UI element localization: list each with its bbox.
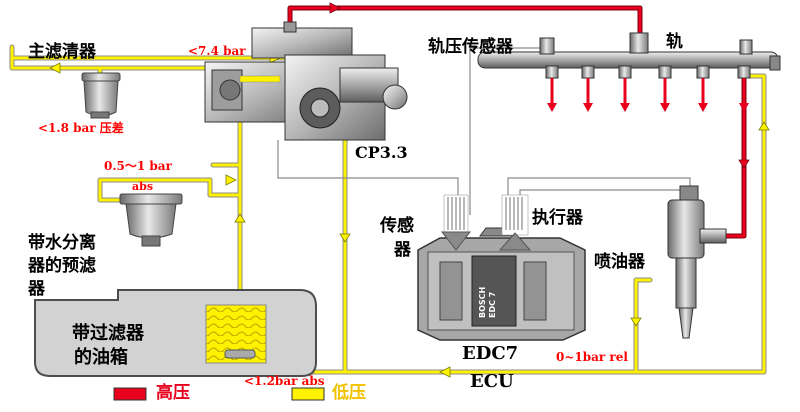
ecu-chip-text: BOSCH EDC 7 <box>478 287 498 318</box>
main-filter-label: 主滤清器 <box>28 42 96 62</box>
high-pressure-lines <box>287 5 747 239</box>
rail-outlet <box>618 65 632 112</box>
fuel-tank <box>34 289 317 377</box>
rail-outlet <box>658 65 672 112</box>
tank-label: 带过滤器 的油箱 <box>72 322 144 370</box>
sensor-label: 传感 器 <box>380 214 414 262</box>
sensor-arrow <box>440 194 472 251</box>
water-separator-label-line: 带水分离 <box>28 233 96 253</box>
rail-image <box>477 32 781 71</box>
rail-outlet <box>696 65 710 112</box>
sensor-label-line: 传感 <box>380 216 414 236</box>
water-separator-label: 带水分离 器的预滤 器 <box>28 232 96 301</box>
water-separator-label-line: 器 <box>28 279 45 299</box>
rail-outlet <box>581 65 595 112</box>
ecu-model-label: EDC7 <box>462 343 519 364</box>
ecu-label: ECU <box>470 371 514 392</box>
tank-label-line: 的油箱 <box>74 347 128 368</box>
rail-outlet <box>737 65 751 112</box>
rail-label: 轨 <box>666 32 683 52</box>
sensor-label-line: 器 <box>394 240 411 260</box>
pressure-1-8-label: <1.8 bar 压差 <box>38 121 124 135</box>
legend-low-label: 低压 <box>332 383 366 403</box>
ecu-image <box>417 227 586 341</box>
tank-label-line: 带过滤器 <box>72 323 144 344</box>
high-flow-arrows <box>329 2 750 169</box>
pressure-rel-label: 0~1bar rel <box>556 350 628 364</box>
pressure-0-5-1-label: 0.5～1 bar <box>104 159 172 173</box>
rail-outlets <box>545 65 751 112</box>
injector-image <box>667 185 727 339</box>
legend-high-swatch <box>113 387 147 401</box>
rail-outlet <box>545 65 559 112</box>
pressure-1-2-label: <1.2bar abs <box>244 374 325 388</box>
rail-sensor-label: 轨压传感器 <box>428 37 513 57</box>
legend-low-swatch <box>291 387 325 401</box>
prefilter-image <box>119 193 183 247</box>
legend-high-label: 高压 <box>156 383 190 403</box>
water-separator-label-line: 器的预滤 <box>28 256 96 276</box>
low-flow-arrows <box>49 52 770 378</box>
ecu-chip-brand: BOSCH <box>478 286 487 318</box>
ecu-chip-model: EDC 7 <box>488 291 497 318</box>
injector-label: 喷油器 <box>594 252 645 272</box>
pump-label: CP3.3 <box>355 143 408 162</box>
main-filter-image <box>81 72 121 119</box>
pressure-7-4-label: <7.4 bar <box>188 44 246 58</box>
actuator-arrow <box>498 194 532 251</box>
cp3-pump-image <box>204 21 408 141</box>
actuator-label: 执行器 <box>532 208 583 228</box>
pressure-abs-label: abs <box>132 180 154 193</box>
